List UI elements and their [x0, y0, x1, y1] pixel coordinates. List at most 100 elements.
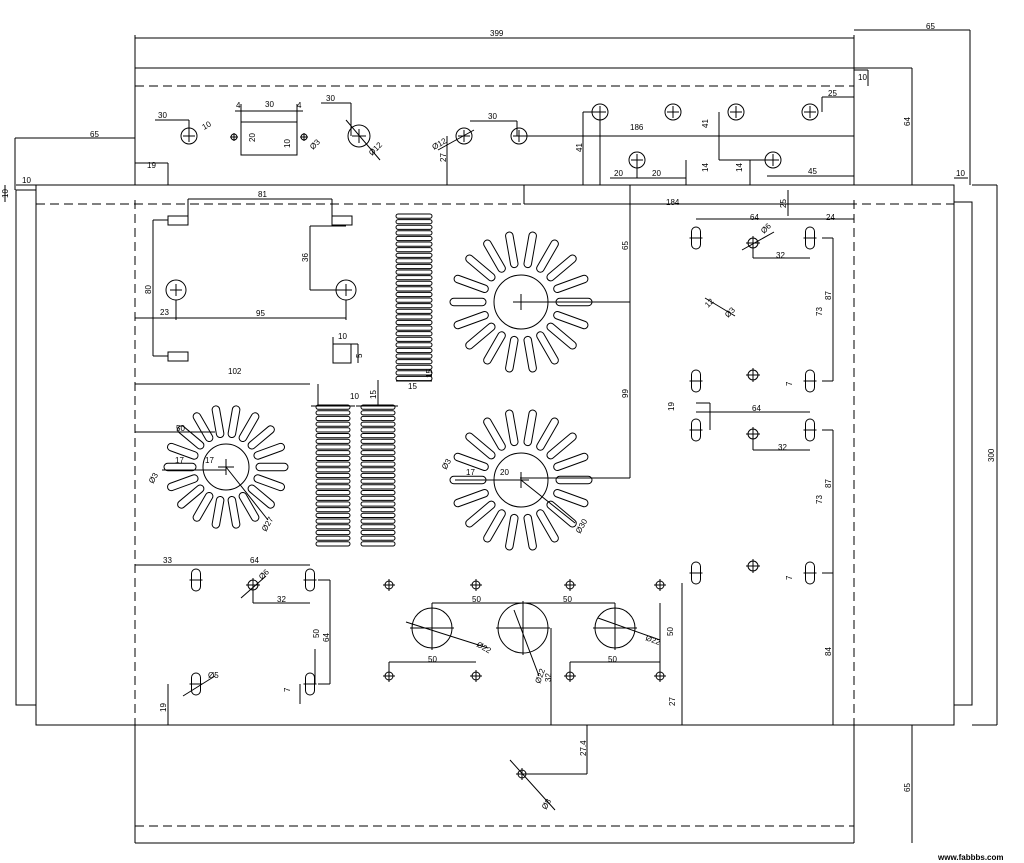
vent-slot [316, 530, 350, 534]
dim-label: 81 [258, 190, 267, 199]
vent-slot [396, 360, 432, 364]
vent-slot [396, 287, 432, 291]
vent-slot [545, 322, 577, 351]
dim-label: 102 [228, 367, 242, 376]
vent-slot [396, 371, 432, 375]
dim-label: 186 [630, 123, 644, 132]
vent-slot [396, 337, 432, 341]
dim-label: Ø3 [147, 471, 160, 485]
dim-label: 87 [824, 479, 833, 488]
vent-slot [482, 330, 506, 365]
vent-slot [482, 417, 506, 452]
vent-slot [316, 479, 350, 483]
vent-slot [361, 496, 395, 500]
vent-slot [396, 320, 432, 324]
dim-label: 64 [250, 556, 259, 565]
dim-label: 300 [987, 448, 996, 462]
dim-label: 15 [369, 390, 378, 399]
vent-slot [256, 463, 288, 471]
dim-label: 7 [785, 575, 794, 580]
vent-slot [247, 424, 276, 450]
dim-label: Ø27 [260, 515, 276, 533]
dim-label: Ø30 [574, 517, 590, 535]
vent-slot [361, 445, 395, 449]
vent-slot [396, 309, 432, 313]
hole [728, 104, 744, 120]
dim-label: 25 [828, 89, 837, 98]
vent-slot [523, 336, 537, 373]
dim-label: 30 [158, 111, 167, 120]
dim-label: 50 [608, 655, 617, 664]
dimension-line [226, 467, 268, 520]
vent-slot [176, 483, 205, 509]
vent-slot [247, 483, 276, 509]
dim-label: 19 [147, 161, 156, 170]
dim-label: 19 [667, 402, 676, 411]
dim-label: 73 [815, 307, 824, 316]
vent-slot [505, 409, 519, 446]
vent-slot [361, 525, 395, 529]
vent-slot [316, 473, 350, 477]
dim-label: 10 [350, 392, 359, 401]
dim-label: 50 [472, 595, 481, 604]
dim-label: 64 [903, 117, 912, 126]
vent-slot [361, 473, 395, 477]
vent-slot [238, 411, 260, 442]
vent-slot [316, 519, 350, 523]
dim-label: 32 [277, 595, 286, 604]
vent-center-hole [203, 444, 249, 490]
dim-label: 50 [666, 627, 675, 636]
vent-slot [396, 236, 432, 240]
vent-slot [228, 496, 241, 529]
vent-slot [396, 343, 432, 347]
vent-slot [166, 474, 199, 492]
vent-slot [316, 445, 350, 449]
dim-label: 50 [312, 629, 321, 638]
vent-slot [396, 248, 432, 252]
dim-label: 4 [297, 101, 302, 110]
dim-label: 15 [425, 369, 434, 378]
panel-bottom [135, 565, 682, 810]
dim-label: 399 [490, 29, 504, 38]
vent-slot [396, 326, 432, 330]
panel-right [520, 185, 854, 725]
dim-label: 87 [824, 291, 833, 300]
fin-grilles [311, 214, 432, 546]
dim-label: 24 [826, 213, 835, 222]
vent-slot [482, 239, 506, 274]
vent-slot [553, 310, 589, 329]
vent-slot [316, 513, 350, 517]
outline [15, 35, 973, 843]
dim-label: 45 [808, 167, 817, 176]
dim-label: 14 [735, 163, 744, 172]
vent-slot [316, 405, 350, 409]
vent-slot [361, 422, 395, 426]
dim-label: 10 [201, 119, 214, 132]
vent-slot [238, 491, 260, 522]
dim-label: Ø3 [308, 137, 322, 151]
dim-label: 20 [248, 133, 257, 142]
dim-label: 36 [301, 253, 310, 262]
vent-slot [361, 508, 395, 512]
vent-slot [361, 530, 395, 534]
dim-label: Ø22 [644, 633, 662, 647]
vent-slot [535, 508, 559, 543]
vent-slot [316, 434, 350, 438]
dim-label: 23 [160, 308, 169, 317]
dim-label: 64 [322, 633, 331, 642]
vent-slot [361, 479, 395, 483]
dim-label: 17 [466, 468, 475, 477]
vent-slot [396, 225, 432, 229]
dim-label: 10 [22, 176, 31, 185]
vent-slot [361, 491, 395, 495]
dim-label: 10 [956, 169, 965, 178]
dim-label: 27.4 [579, 740, 588, 756]
vent-slot [505, 231, 519, 268]
vent-slot [523, 514, 537, 551]
dim-label: 50 [563, 595, 572, 604]
dim-label: 41 [575, 143, 584, 152]
vent-slot [464, 431, 496, 460]
vent-slot [482, 508, 506, 543]
vent-slot [545, 431, 577, 460]
vent-slot [553, 488, 589, 507]
